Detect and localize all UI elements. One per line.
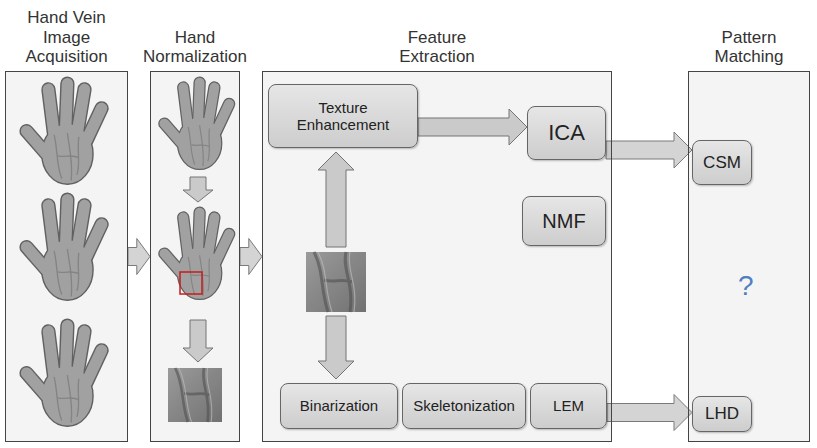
block-arrow	[240, 239, 262, 275]
box-label: CSM	[703, 153, 741, 173]
stage-heading: Hand Vein Image Acquisition	[17, 8, 117, 67]
box-label: LHD	[705, 404, 739, 424]
process-box: LEM	[530, 383, 607, 429]
process-box: Binarization	[280, 383, 398, 429]
box-label: Texture Enhancement	[288, 99, 398, 134]
box-label: NMF	[542, 210, 585, 233]
box-label: LEM	[553, 397, 584, 414]
box-label: Skeletonization	[413, 397, 515, 414]
stage-panel: Hand Vein Image Acquisition	[5, 71, 128, 442]
box-label: Binarization	[300, 397, 378, 414]
stage-heading: Pattern Matching	[699, 28, 799, 67]
stage-heading: Feature Extraction	[387, 28, 487, 67]
block-arrow	[607, 395, 692, 431]
process-box: ICA	[527, 106, 606, 160]
stage-heading: Hand Normalization	[135, 28, 255, 67]
question-mark: ?	[738, 272, 754, 300]
process-box: Texture Enhancement	[268, 84, 418, 148]
stage-panel: CSMLHDPattern Matching	[688, 71, 810, 442]
process-box: LHD	[692, 396, 752, 432]
process-box: NMF	[522, 196, 606, 246]
process-box: Skeletonization	[402, 383, 526, 429]
process-box: CSM	[692, 140, 752, 185]
stage-panel: Texture EnhancementICA NMF Binarization Ske…	[262, 71, 612, 442]
box-label: ICA	[548, 120, 585, 145]
block-arrow	[606, 132, 692, 168]
stage-panel: Hand Normalization	[150, 71, 240, 442]
block-arrow	[128, 239, 150, 275]
